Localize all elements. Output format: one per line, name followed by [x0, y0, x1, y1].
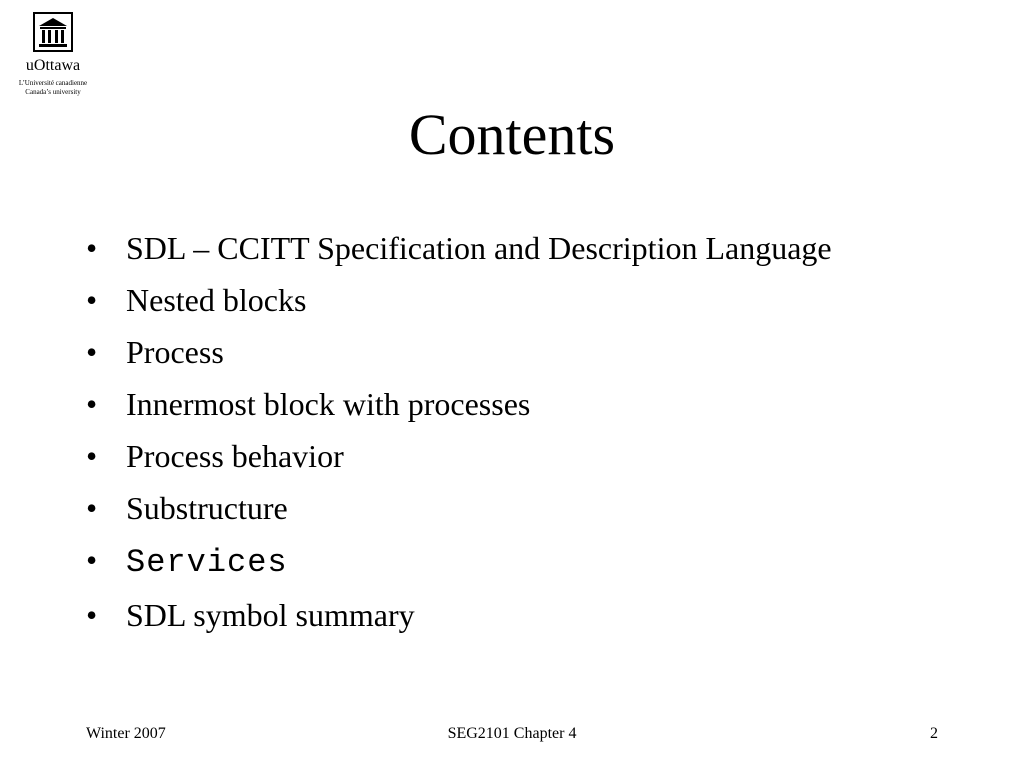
bullet-marker: • [86, 334, 98, 370]
logo-tagline-en: Canada’s university [25, 88, 81, 96]
slide-title: Contents [408, 102, 616, 167]
bullet-item: • Process [86, 330, 906, 374]
bullet-marker: • [86, 597, 98, 633]
university-logo: uOttawa L’Université canadienne Canada’s… [8, 12, 98, 104]
bullet-marker: • [86, 490, 98, 526]
bullet-marker: • [86, 230, 98, 266]
logo-tagline-fr: L’Université canadienne [18, 79, 88, 87]
bullet-item: • Innermost block with processes [86, 382, 906, 426]
bullet-marker: • [86, 542, 98, 578]
bullet-item: • SDL – CCITT Specification and Descript… [86, 226, 906, 270]
slide-number: 2 [930, 725, 938, 742]
bullet-text: SDL symbol summary [126, 597, 415, 633]
bullet-item: • Nested blocks [86, 278, 906, 322]
bullet-text: Process behavior [126, 438, 344, 474]
bullet-item: • Services [86, 538, 906, 585]
bullet-item: • Substructure [86, 486, 906, 530]
footer-date: Winter 2007 [86, 725, 166, 742]
logo-name: uOttawa [25, 57, 81, 74]
building-columns-icon [33, 12, 73, 52]
bullet-text: Services [126, 544, 288, 581]
footer-course: SEG2101 Chapter 4 [447, 725, 577, 742]
bullet-text: Substructure [126, 490, 288, 526]
bullet-list: • SDL – CCITT Specification and Descript… [86, 226, 906, 645]
bullet-item: • SDL symbol summary [86, 593, 906, 637]
bullet-marker: • [86, 282, 98, 318]
bullet-marker: • [86, 438, 98, 474]
bullet-text: Process [126, 334, 224, 370]
bullet-text: SDL – CCITT Specification and Descriptio… [126, 230, 832, 266]
bullet-item: • Process behavior [86, 434, 906, 478]
bullet-text: Nested blocks [126, 282, 307, 318]
bullet-marker: • [86, 386, 98, 422]
bullet-text: Innermost block with processes [126, 386, 531, 422]
